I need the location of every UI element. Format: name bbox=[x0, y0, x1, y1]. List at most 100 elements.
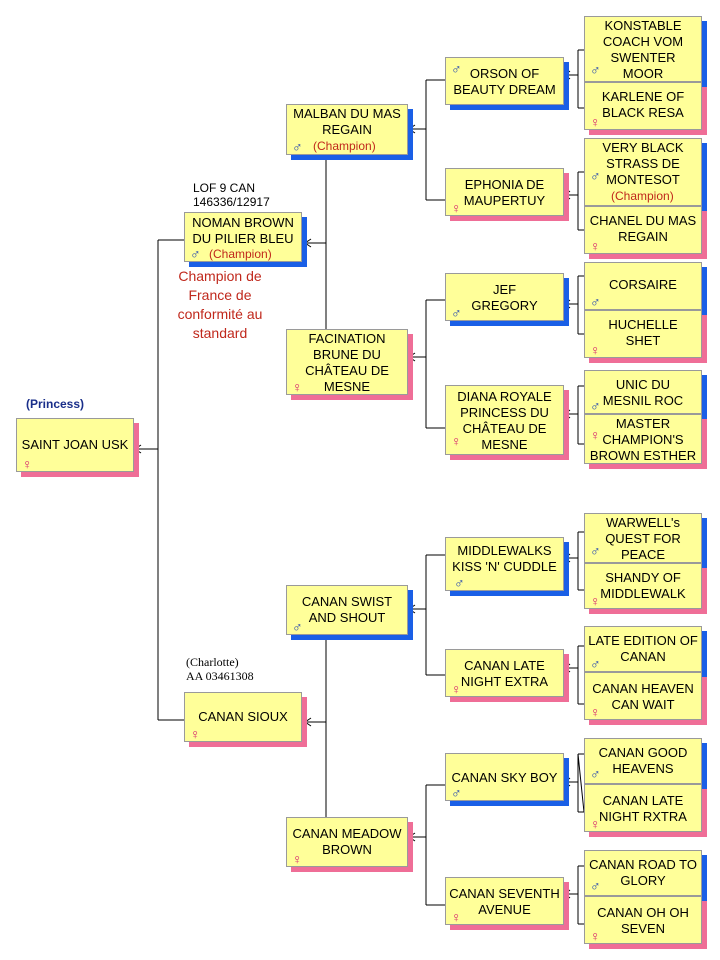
subject-card[interactable]: SAINT JOAN USK ♀ bbox=[16, 418, 134, 472]
female-symbol-icon: ♀ bbox=[590, 427, 601, 443]
female-symbol-icon: ♀ bbox=[590, 238, 601, 254]
male-symbol-icon: ♂ bbox=[451, 61, 462, 77]
ggp-3-name: JEF GREGORY bbox=[471, 282, 538, 313]
sire-title: Champion de France de conformité au stan… bbox=[177, 268, 263, 341]
male-symbol-icon: ♂ bbox=[190, 246, 201, 262]
gggp-8-name: MASTER CHAMPION'S BROWN ESTHER bbox=[589, 416, 697, 463]
gggp-16-name: CANAN OH OH SEVEN bbox=[597, 905, 689, 936]
gggp-11-name: LATE EDITION OF CANAN bbox=[588, 633, 698, 664]
gggp-16-card[interactable]: CANAN OH OH SEVEN ♀ bbox=[584, 896, 702, 944]
gggp-6-card[interactable]: HUCHELLE SHET ♀ bbox=[584, 310, 702, 358]
gggp-3-champion: (Champion) bbox=[611, 189, 674, 203]
subject-name: SAINT JOAN USK bbox=[21, 437, 129, 452]
gggp-10-name: SHANDY OF MIDDLEWALK bbox=[600, 570, 686, 601]
male-symbol-icon: ♂ bbox=[590, 398, 601, 414]
gggp-7-card[interactable]: UNIC DU MESNIL ROC ♂ bbox=[584, 370, 702, 414]
sire-card[interactable]: NOMAN BROWN DU PILIER BLEU (Champion) ♂ bbox=[184, 212, 302, 262]
granddam-maternal-card[interactable]: CANAN MEADOW BROWN ♀ bbox=[286, 817, 408, 867]
gggp-9-card[interactable]: WARWELL's QUEST FOR PEACE ♂ bbox=[584, 513, 702, 563]
ggp-2-card[interactable]: EPHONIA DE MAUPERTUY ♀ bbox=[445, 168, 564, 216]
male-symbol-icon: ♂ bbox=[590, 62, 601, 78]
female-symbol-icon: ♀ bbox=[590, 816, 601, 832]
grandsire-maternal-name: CANAN SWIST AND SHOUT bbox=[301, 594, 393, 625]
granddam-maternal-name: CANAN MEADOW BROWN bbox=[292, 826, 402, 857]
female-symbol-icon: ♀ bbox=[451, 909, 462, 925]
dam-card[interactable]: CANAN SIOUX ♀ bbox=[184, 692, 302, 742]
male-symbol-icon: ♂ bbox=[292, 619, 303, 635]
ggp-7-name: CANAN SKY BOY bbox=[451, 770, 558, 785]
female-symbol-icon: ♀ bbox=[590, 593, 601, 609]
female-symbol-icon: ♀ bbox=[451, 681, 462, 697]
gggp-1-name: KONSTABLE COACH VOM SWENTER MOOR bbox=[602, 18, 684, 81]
dam-name: CANAN SIOUX bbox=[198, 709, 288, 724]
male-symbol-icon: ♂ bbox=[590, 168, 601, 184]
gggp-2-name: KARLENE OF BLACK RESA bbox=[601, 89, 685, 120]
grandsire-maternal-card[interactable]: CANAN SWIST AND SHOUT ♂ bbox=[286, 585, 408, 635]
ggp-4-name: DIANA ROYALE PRINCESS DU CHÂTEAU DE MESN… bbox=[457, 389, 552, 452]
ggp-5-card[interactable]: MIDDLEWALKS KISS 'N' CUDDLE ♂ bbox=[445, 537, 564, 591]
female-symbol-icon: ♀ bbox=[590, 928, 601, 944]
ggp-3-card[interactable]: JEF GREGORY ♂ bbox=[445, 273, 564, 321]
female-symbol-icon: ♀ bbox=[590, 342, 601, 358]
gggp-12-card[interactable]: CANAN HEAVEN CAN WAIT ♀ bbox=[584, 672, 702, 720]
gggp-8-card[interactable]: MASTER CHAMPION'S BROWN ESTHER ♀ bbox=[584, 414, 702, 464]
gggp-1-card[interactable]: KONSTABLE COACH VOM SWENTER MOOR ♂ bbox=[584, 16, 702, 82]
ggp-8-card[interactable]: CANAN SEVENTH AVENUE ♀ bbox=[445, 877, 564, 925]
granddam-paternal-card[interactable]: FACINATION BRUNE DU CHÂTEAU DE MESNE ♀ bbox=[286, 329, 408, 395]
ggp-8-name: CANAN SEVENTH AVENUE bbox=[449, 886, 560, 917]
female-symbol-icon: ♀ bbox=[292, 379, 303, 395]
female-symbol-icon: ♀ bbox=[190, 726, 201, 742]
gggp-4-name: CHANEL DU MAS REGAIN bbox=[589, 213, 697, 244]
gggp-5-name: CORSAIRE bbox=[609, 277, 677, 292]
gggp-4-card[interactable]: CHANEL DU MAS REGAIN ♀ bbox=[584, 206, 702, 254]
gggp-2-card[interactable]: KARLENE OF BLACK RESA ♀ bbox=[584, 82, 702, 130]
gggp-5-card[interactable]: CORSAIRE ♂ bbox=[584, 262, 702, 310]
male-symbol-icon: ♂ bbox=[451, 305, 462, 321]
dam-registration: (Charlotte) AA 03461308 bbox=[186, 655, 254, 683]
male-symbol-icon: ♂ bbox=[590, 543, 601, 559]
ggp-5-name: MIDDLEWALKS KISS 'N' CUDDLE bbox=[452, 543, 557, 574]
subject-nickname: (Princess) bbox=[26, 397, 85, 411]
sire-registration: LOF 9 CAN 146336/12917 bbox=[193, 181, 270, 209]
ggp-1-name: ORSON OF BEAUTY DREAM bbox=[453, 66, 556, 97]
female-symbol-icon: ♀ bbox=[590, 704, 601, 720]
grandsire-paternal-name: MALBAN DU MAS REGAIN bbox=[293, 106, 401, 137]
female-symbol-icon: ♀ bbox=[292, 851, 303, 867]
ggp-4-card[interactable]: DIANA ROYALE PRINCESS DU CHÂTEAU DE MESN… bbox=[445, 385, 564, 455]
ggp-1-card[interactable]: ORSON OF BEAUTY DREAM ♂ bbox=[445, 57, 564, 105]
male-symbol-icon: ♂ bbox=[292, 139, 303, 155]
gggp-14-name: CANAN LATE NIGHT RXTRA bbox=[599, 793, 687, 824]
ggp-7-card[interactable]: CANAN SKY BOY ♂ bbox=[445, 753, 564, 801]
ggp-6-card[interactable]: CANAN LATE NIGHT EXTRA ♀ bbox=[445, 649, 564, 697]
gggp-13-card[interactable]: CANAN GOOD HEAVENS ♂ bbox=[584, 738, 702, 784]
female-symbol-icon: ♀ bbox=[590, 114, 601, 130]
granddam-paternal-name: FACINATION BRUNE DU CHÂTEAU DE MESNE bbox=[305, 331, 389, 394]
sire-name: NOMAN BROWN DU PILIER BLEU bbox=[192, 215, 294, 246]
male-symbol-icon: ♂ bbox=[590, 878, 601, 894]
gggp-14-card[interactable]: CANAN LATE NIGHT RXTRA ♀ bbox=[584, 784, 702, 832]
gggp-10-card[interactable]: SHANDY OF MIDDLEWALK ♀ bbox=[584, 563, 702, 609]
gggp-15-card[interactable]: CANAN ROAD TO GLORY ♂ bbox=[584, 850, 702, 896]
male-symbol-icon: ♂ bbox=[590, 294, 601, 310]
ggp-6-name: CANAN LATE NIGHT EXTRA bbox=[460, 658, 549, 689]
gggp-9-name: WARWELL's QUEST FOR PEACE bbox=[605, 515, 681, 562]
sire-champion-label: (Champion) bbox=[209, 247, 272, 261]
male-symbol-icon: ♂ bbox=[451, 785, 462, 801]
grandsire-paternal-card[interactable]: MALBAN DU MAS REGAIN (Champion) ♂ bbox=[286, 104, 408, 155]
gggp-3-name: VERY BLACK STRASS DE MONTESOT bbox=[602, 140, 684, 187]
female-symbol-icon: ♀ bbox=[451, 200, 462, 216]
gggp-3-card[interactable]: VERY BLACK STRASS DE MONTESOT (Champion)… bbox=[584, 138, 702, 206]
gggp-13-name: CANAN GOOD HEAVENS bbox=[598, 745, 688, 776]
gggp-6-name: HUCHELLE SHET bbox=[608, 317, 678, 348]
gggp-15-name: CANAN ROAD TO GLORY bbox=[589, 857, 697, 888]
gggp-12-name: CANAN HEAVEN CAN WAIT bbox=[592, 681, 694, 712]
grandsire-paternal-champion: (Champion) bbox=[313, 139, 376, 153]
male-symbol-icon: ♂ bbox=[590, 656, 601, 672]
female-symbol-icon: ♀ bbox=[451, 433, 462, 449]
gggp-11-card[interactable]: LATE EDITION OF CANAN ♂ bbox=[584, 626, 702, 672]
male-symbol-icon: ♂ bbox=[454, 575, 465, 591]
ggp-2-name: EPHONIA DE MAUPERTUY bbox=[463, 177, 546, 208]
female-symbol-icon: ♀ bbox=[22, 456, 33, 472]
gggp-7-name: UNIC DU MESNIL ROC bbox=[602, 377, 684, 408]
